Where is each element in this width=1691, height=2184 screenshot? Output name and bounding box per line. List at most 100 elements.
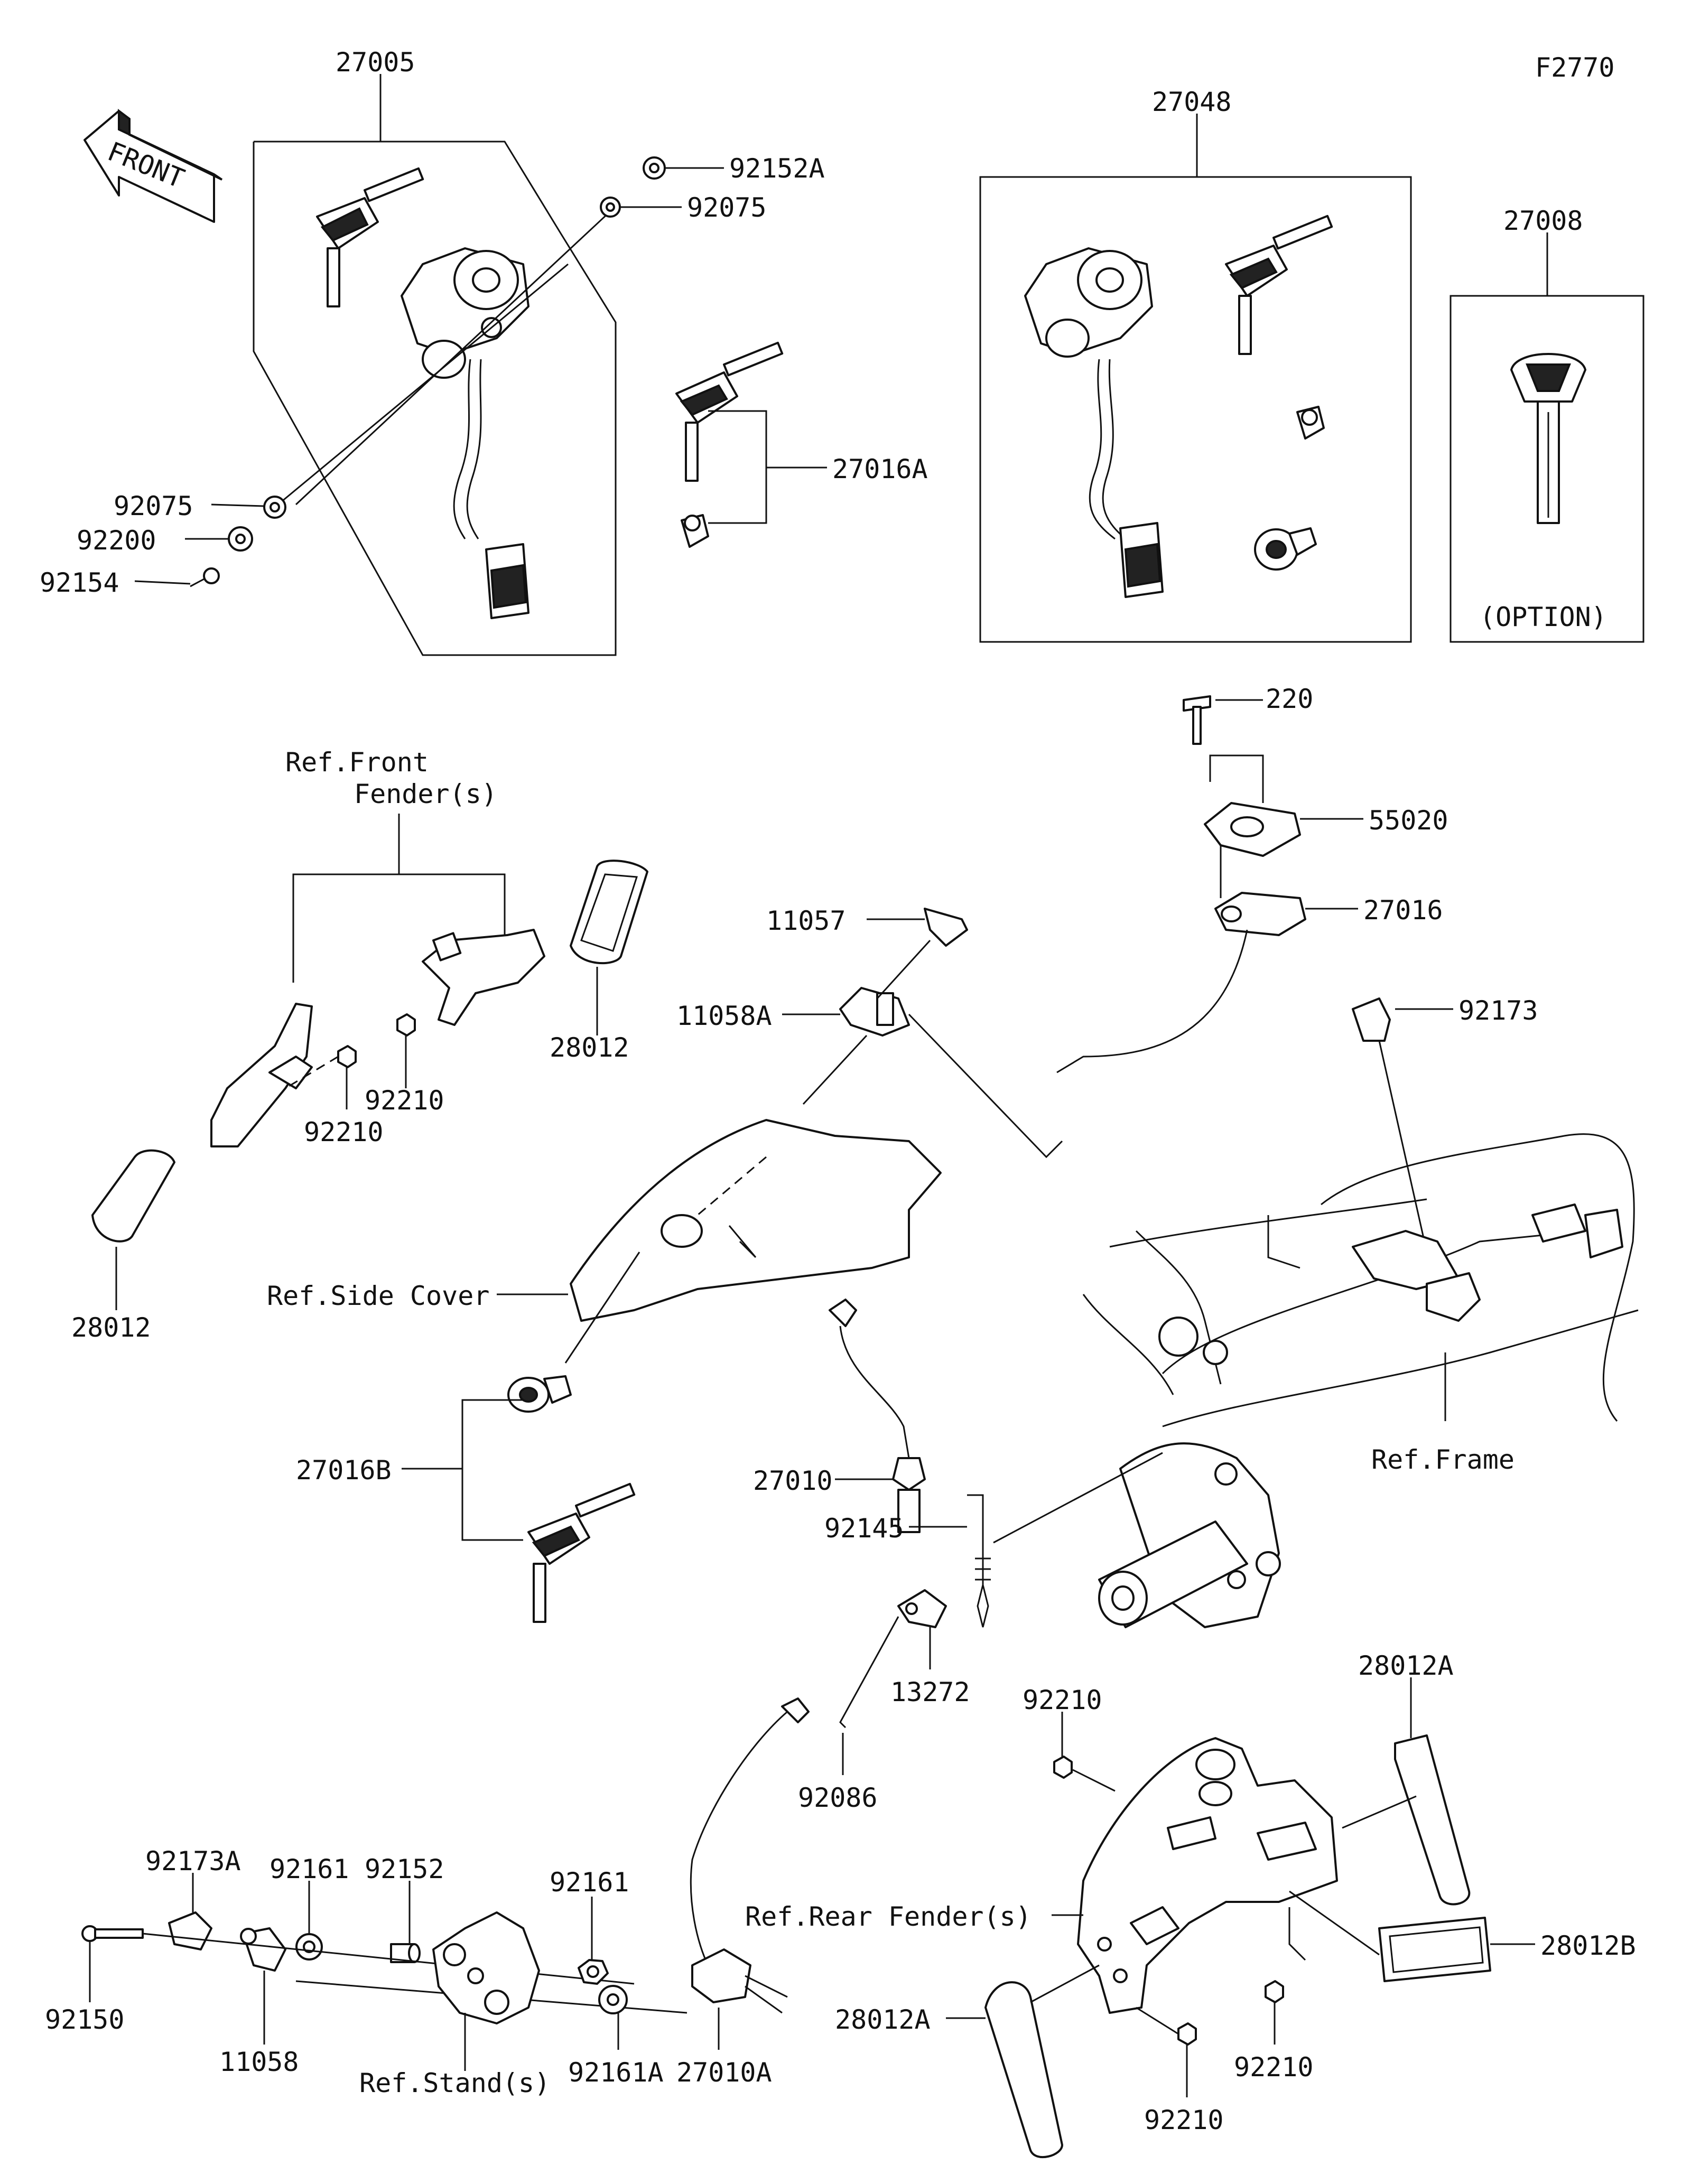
label-92150: 92150 (45, 2004, 125, 2035)
label-92210-a: 92210 (365, 1085, 444, 1116)
label-92152A: 92152A (729, 153, 825, 184)
bracket-11058-icon (240, 1927, 286, 1972)
label-92152: 92152 (365, 1854, 444, 1884)
label-92075-left: 92075 (114, 491, 193, 521)
label-27010: 27010 (753, 1466, 833, 1496)
label-27016: 27016 (1363, 895, 1443, 926)
plate-55020-icon (1204, 802, 1301, 857)
nut-92210-d-icon (1177, 2022, 1197, 2046)
washer-92152A-icon (643, 156, 666, 180)
group-27005: 27005 (253, 47, 617, 656)
lock-27016-icon (1056, 892, 1306, 1074)
front-fender-bracket-right-icon (422, 929, 545, 1026)
ignition-switch-icon (401, 247, 529, 619)
key-27048-icon (1225, 214, 1333, 355)
screw-92154-icon (190, 567, 220, 587)
label-11058A: 11058A (676, 1001, 772, 1031)
key-27016A-icon (675, 341, 784, 482)
label-92200: 92200 (77, 525, 156, 556)
label-92086: 92086 (798, 1782, 878, 1813)
reflector-28012A-bottom-icon (984, 1981, 1063, 2159)
label-27008: 27008 (1503, 206, 1583, 236)
label-92161A: 92161A (568, 2057, 664, 2088)
stand-bracket-icon (432, 1911, 540, 2024)
label-27016B: 27016B (296, 1455, 392, 1486)
clip-11057-icon (924, 908, 968, 947)
label-92075-top: 92075 (687, 192, 767, 223)
label-28012A-top: 28012A (1358, 1650, 1454, 1681)
bracket-13272-icon (897, 1589, 947, 1628)
label-92173A: 92173A (145, 1846, 241, 1877)
label-ref-frame: Ref.Frame (1371, 1444, 1515, 1475)
label-28012-left: 28012 (71, 1312, 151, 1343)
label-ref-stand: Ref.Stand(s) (359, 2068, 550, 2098)
spring-92145-icon (967, 1494, 991, 1628)
front-arrow-icon: FRONT (83, 109, 223, 223)
key-27016B-icon (527, 1482, 636, 1623)
label-220: 220 (1266, 684, 1313, 714)
rod-92086-icon (839, 1616, 899, 1729)
washer-92075-left-icon (263, 496, 286, 519)
label-92145: 92145 (824, 1513, 904, 1544)
label-92154: 92154 (40, 567, 119, 598)
group-27008: 27008 (OPTION) (1450, 206, 1644, 643)
side-cover-icon (570, 1119, 942, 1322)
figure-id: F2770 (1535, 52, 1615, 83)
nut-92210-e-icon (1265, 1980, 1284, 2003)
label-27016A: 27016A (832, 454, 928, 484)
front-fender-bracket-left-icon (210, 1003, 313, 1147)
label-27005: 27005 (336, 47, 415, 78)
label-ref-front-fender-1: Ref.Front (285, 747, 429, 778)
option-label: (OPTION) (1480, 602, 1607, 632)
stand-switch-27010A-icon (690, 1697, 810, 2014)
label-92210-b: 92210 (304, 1117, 384, 1147)
plug-92173-icon (1352, 997, 1391, 1042)
label-92161-b: 92161 (550, 1867, 629, 1898)
label-92161-a: 92161 (270, 1854, 349, 1884)
rear-fender-bracket-icon (1077, 1737, 1338, 2014)
bolt-92150-icon (81, 1925, 144, 1942)
label-ref-front-fender-2: Fender(s) (354, 779, 497, 809)
label-11057: 11057 (766, 906, 846, 936)
label-92210-c: 92210 (1023, 1685, 1102, 1715)
group-27005-outline (253, 141, 617, 656)
reflector-28012B-icon (1378, 1917, 1491, 1982)
label-92173: 92173 (1458, 995, 1538, 1026)
label-28012A-bottom: 28012A (835, 2004, 931, 2035)
screw-220-icon (1183, 695, 1211, 745)
option-key-icon (1510, 353, 1586, 524)
label-28012B: 28012B (1540, 1930, 1636, 1961)
seat-lock-27016B-icon (507, 1375, 572, 1413)
label-ref-rear-fender: Ref.Rear Fender(s) (745, 1901, 1032, 1932)
ignition-switch-27048-icon (1024, 247, 1164, 598)
bracket-11058A-icon (839, 987, 910, 1037)
nut-92210-c-icon (1053, 1756, 1073, 1779)
lock-cylinder-27048-icon (1296, 406, 1325, 440)
label-11058: 11058 (219, 2047, 299, 2077)
label-27048: 27048 (1152, 87, 1232, 117)
sensor-27010-icon (829, 1299, 926, 1533)
washer-92075-top-icon (600, 197, 621, 218)
stand-pivot-icon (1098, 1442, 1281, 1628)
reflector-28012-left-icon (91, 1149, 175, 1243)
label-55020: 55020 (1369, 805, 1448, 836)
group-27048-box (979, 176, 1412, 643)
washer-92161A-icon (598, 1985, 628, 2014)
washer-92161-a-icon (295, 1933, 323, 1961)
label-28012-top: 28012 (550, 1032, 629, 1063)
key-icon (316, 167, 424, 307)
label-13272: 13272 (890, 1677, 970, 1707)
label-ref-side-cover: Ref.Side Cover (267, 1281, 489, 1311)
group-27048: 27048 (979, 87, 1412, 643)
label-92210-e: 92210 (1234, 2052, 1314, 2083)
reflector-28012A-top-icon (1394, 1734, 1471, 1906)
label-27010A: 27010A (676, 2057, 772, 2088)
lock-cylinder-27016A-icon (681, 514, 709, 548)
plug-92173A-icon (168, 1911, 212, 1950)
nut-92161-b-icon (578, 1959, 609, 1985)
washer-92200-icon (228, 526, 253, 552)
label-92210-d: 92210 (1144, 2105, 1224, 2135)
nut-92210-a-icon (396, 1013, 416, 1037)
seat-lock-27048-icon (1254, 527, 1317, 571)
